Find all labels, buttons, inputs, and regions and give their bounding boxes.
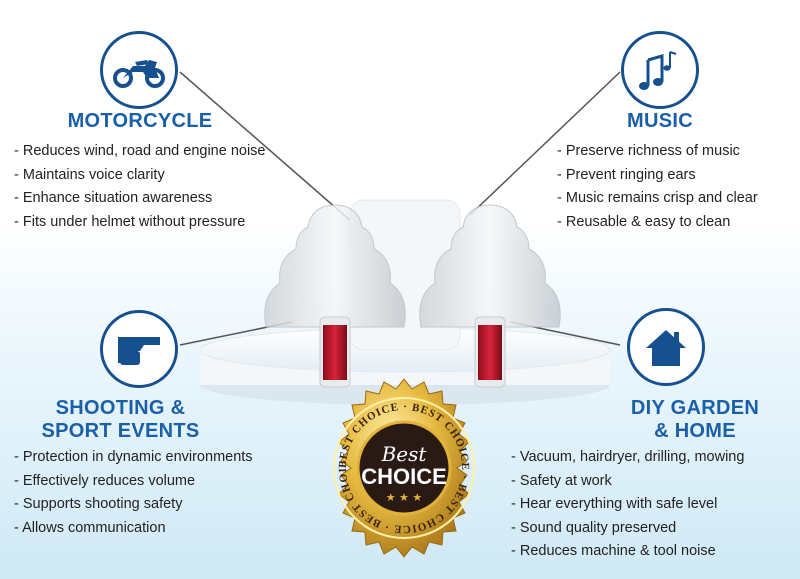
motorcycle-heading: MOTORCYCLE [67,110,213,132]
shooting-heading: SHOOTING & SPORT EVENTS [41,397,200,442]
list-item: Sound quality preserved [511,517,796,541]
diy-benefits-list: Vacuum, hairdryer, drilling, mowing Safe… [511,446,796,564]
pistol-hand-icon [118,337,160,365]
earplugs-product-image [199,199,611,405]
list-item: Reduces machine & tool noise [511,540,796,564]
shooting-benefits-list: Protection in dynamic environments Effec… [14,446,314,540]
best-choice-badge: BEST CHOICE · BEST CHOICE · BEST CHOICE … [313,377,475,558]
list-item: Hear everything with safe level [511,493,796,517]
list-item: Fits under helmet without pressure [14,211,314,235]
list-item: Prevent ringing ears [557,164,797,188]
list-item: Allows communication [14,517,314,541]
badge-script-text: Best [381,442,428,466]
list-item: Reusable & easy to clean [557,211,797,235]
list-item: Music remains crisp and clear [557,187,797,211]
list-item: Enhance situation awareness [14,187,314,211]
list-item: Maintains voice clarity [14,164,314,188]
music-benefits-list: Preserve richness of music Prevent ringi… [557,140,797,234]
shooting-icon-circle [100,310,178,388]
list-item: Reduces wind, road and engine noise [14,140,314,164]
motorcycle-benefits-list: Reduces wind, road and engine noise Main… [14,140,314,234]
diy-icon-circle [627,308,705,386]
list-item: Supports shooting safety [14,493,314,517]
badge-main-text: CHOICE [361,464,447,489]
music-notes-icon [639,51,677,90]
list-item: Preserve richness of music [557,140,797,164]
music-heading: MUSIC [627,110,693,132]
music-icon-circle [621,31,699,109]
list-item: Vacuum, hairdryer, drilling, mowing [511,446,796,470]
list-item: Effectively reduces volume [14,470,314,494]
list-item: Safety at work [511,470,796,494]
motorcycle-icon [113,60,165,88]
house-icon [646,330,686,366]
list-item: Protection in dynamic environments [14,446,314,470]
diy-heading: DIY GARDEN & HOME [630,397,760,442]
motorcycle-icon-circle [100,31,178,109]
badge-stars: ★ ★ ★ [386,491,423,504]
